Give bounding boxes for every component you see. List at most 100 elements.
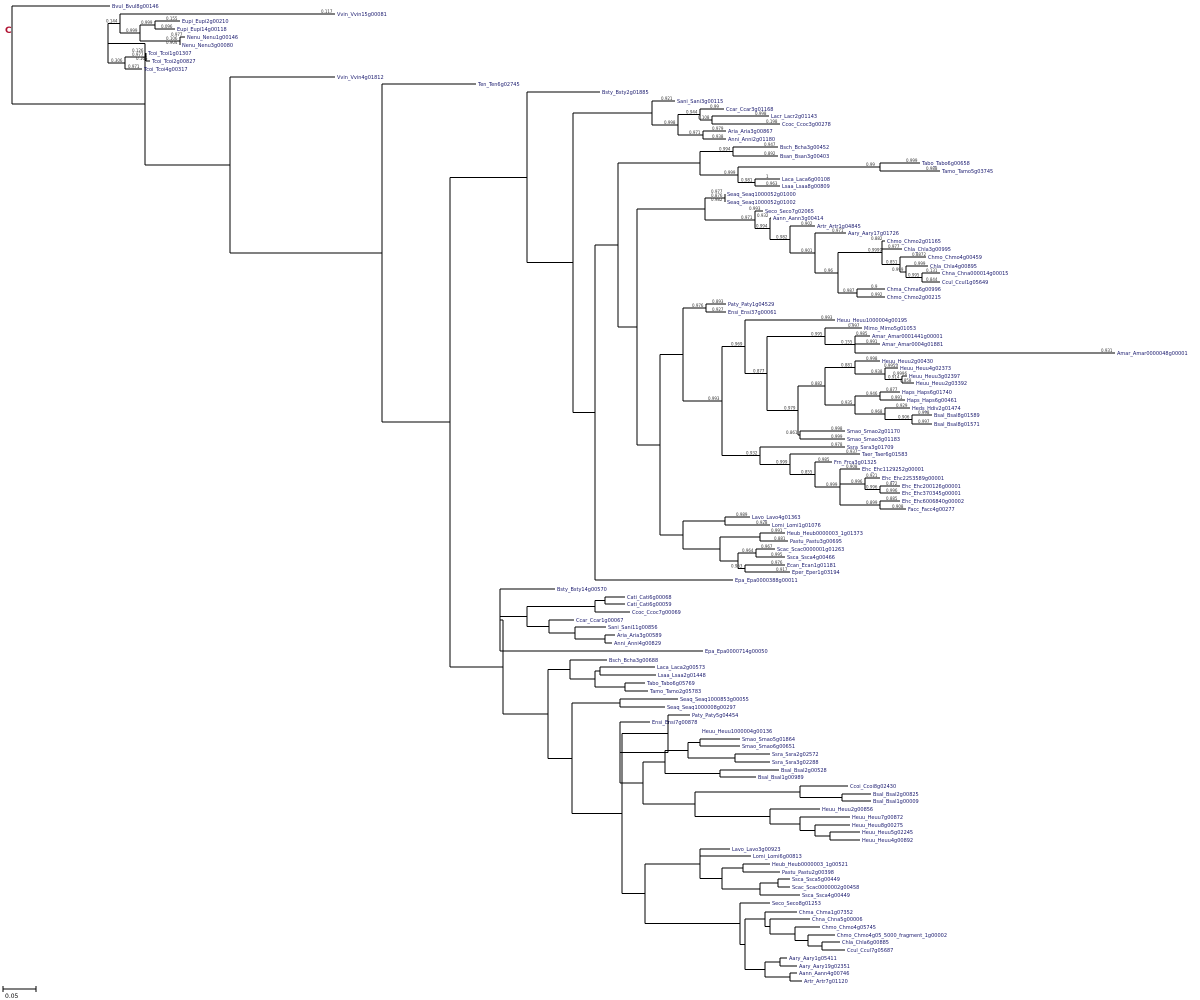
support-value: 0.877 — [886, 387, 898, 392]
leaf-label: Bvul_Bvul8g00146 — [112, 4, 159, 10]
support-value: 0.99 — [866, 162, 875, 167]
support-values: 0.1550.0960.9770.9040.9990.1060.1170.999… — [106, 9, 1113, 572]
leaf-label: Tcoi_Tcoi1g01307 — [147, 51, 192, 57]
leaf-label: Bsal_Bsal8g01571 — [934, 422, 980, 428]
support-value: 0.892 — [764, 151, 776, 156]
support-value: 0.882 — [811, 381, 823, 386]
support-value: 0.997 — [918, 419, 930, 424]
leaf-label: Cati_Cati6g00068 — [627, 595, 672, 601]
leaf-label: Heub_Heub0000003_1g01373 — [787, 531, 863, 537]
support-value: 0.881 — [774, 536, 786, 541]
support-value: 0.166 — [136, 56, 148, 61]
support-value: 0.844 — [926, 277, 938, 282]
support-value: 0.999 — [914, 261, 926, 266]
leaf-label: Ehc_Ehc2253589g00001 — [882, 476, 944, 482]
leaf-label: Aria_Aria3g00589 — [617, 633, 662, 639]
leaf-label: Laca_Laca2g00573 — [657, 665, 705, 671]
leaf-label: Bsan_Bsan3g00403 — [780, 154, 829, 160]
support-value: 0.963 — [766, 181, 778, 186]
support-value: 0.882 — [871, 236, 883, 241]
support-value: 0.198 — [766, 119, 778, 124]
support-value: 0.996 — [851, 479, 863, 484]
support-value: 0.851 — [886, 259, 898, 264]
support-value: 0.991 — [866, 339, 878, 344]
leaf-label: Ssca_Ssca4g00449 — [802, 893, 850, 899]
leaf-label: Pastu_Pastu3g00695 — [790, 539, 842, 545]
support-value: 0.108 — [698, 115, 710, 120]
support-value: 0.977 — [171, 32, 183, 37]
support-value: 0.938 — [871, 369, 883, 374]
leaf-label: Heuu_Heuu7g00872 — [852, 815, 903, 821]
leaf-label: Lsaa_Lsaa8g00809 — [782, 184, 830, 190]
support-value: 0.917 — [776, 567, 788, 572]
support-value: 0.935 — [841, 400, 853, 405]
leaf-label: Mimo_Mimo5g01053 — [864, 326, 916, 332]
leaf-label: Epa_Epa0000714g00050 — [705, 649, 768, 655]
support-value: 0.968 — [871, 409, 883, 414]
leaf-label: Nenu_Nenu1g00146 — [187, 35, 238, 41]
support-value: 0.977 — [132, 52, 144, 57]
support-value: 0.901 — [801, 248, 813, 253]
support-value: 0.908 — [892, 504, 904, 509]
support-value: 0.996 — [886, 488, 898, 493]
support-value: 0.944 — [686, 110, 698, 115]
support-value: 0.904 — [166, 40, 178, 45]
leaf-label: Lavo_Lavo3g00923 — [732, 847, 781, 853]
leaf-label: Chma_Chma1g07352 — [799, 910, 853, 916]
leaf-label: Aann_Aann3g00414 — [773, 216, 823, 222]
support-value: 0.998 — [831, 426, 843, 431]
support-value: 0.989 — [736, 512, 748, 517]
leaf-label: Ssra_Ssra3g01709 — [847, 445, 894, 451]
support-value: 0.988 — [926, 166, 938, 171]
leaf-label: Eupi_Eupi2g00210 — [182, 19, 229, 25]
support-value: 0.946 — [866, 391, 878, 396]
leaf-label: Seaq_Seaq1000052g01002 — [727, 200, 796, 206]
leaf-label: Scac_Scac0000001g01263 — [777, 547, 844, 553]
support-value: 0.8872 — [912, 252, 926, 257]
leaf-label: Frn_Frca3g01325 — [834, 460, 877, 466]
leaf-label: Smao_Smao6g00651 — [742, 744, 795, 750]
support-value: 0.978 — [831, 442, 843, 447]
leaf-label: Cati_Cati6g00059 — [627, 602, 672, 608]
support-value: 0.906 — [898, 415, 910, 420]
support-value: 0.971 — [689, 130, 701, 135]
support-value: 0.144 — [106, 19, 118, 24]
support-value: 0.992 — [871, 292, 883, 297]
leaf-label: Heds_Hdiv2g01474 — [912, 406, 961, 412]
support-value: 0.872 — [886, 481, 898, 486]
support-value: 0.893 — [712, 299, 724, 304]
leaf-label: Ccoc_Ccoc3g00278 — [782, 122, 831, 128]
leaf-label: Lomi_Lomi6g00813 — [753, 854, 802, 860]
leaf-label: Ccar_Ccar1g00067 — [576, 618, 623, 624]
support-value: 0.999 — [892, 267, 904, 272]
leaf-label: Tcoi_Tcoi2g00827 — [151, 59, 196, 65]
support-value: 0.997 — [848, 323, 860, 328]
leaf-label: Chla_Chla4g00895 — [930, 264, 977, 270]
leaf-label: Chmo_Chmo4g05745 — [822, 925, 876, 931]
support-value: 0.953 — [731, 564, 743, 569]
leaf-label: Ehc_Ehc200126g00001 — [902, 484, 961, 490]
leaf-label: Seaq_Seaq1000008g00297 — [667, 705, 736, 711]
support-value: 0.977 — [888, 244, 900, 249]
support-value: 0.994 — [756, 224, 768, 229]
support-value: 0.998 — [866, 356, 878, 361]
leaf-label: Vvin_Vvin15g00081 — [337, 12, 387, 18]
leaf-label: Ecan_Ecan1g01181 — [787, 563, 836, 569]
leaf-label: Smao_Smao2g01170 — [847, 429, 900, 435]
leaf-label: Bsal_Bsal2g00528 — [781, 768, 827, 774]
support-value: 0.885 — [886, 496, 898, 501]
support-value: 0.929 — [896, 403, 908, 408]
support-value: 0.971 — [832, 228, 844, 233]
leaf-label: Ensi_Ensi7g00878 — [652, 720, 697, 726]
support-value: 0.998 — [664, 120, 676, 125]
leaf-label: Chla_Chla3g00995 — [904, 247, 951, 253]
support-value: 1 — [766, 174, 769, 179]
support-value: 0.991 — [891, 395, 903, 400]
support-value: 0.969 — [731, 342, 743, 347]
support-value: 0.877 — [753, 368, 765, 373]
leaf-label: Laca_Laca6g00108 — [782, 177, 830, 183]
leaf-label: Bsal_Bsal1g00009 — [873, 799, 919, 805]
support-value: 0.999 — [776, 459, 788, 464]
leaf-label: Lavo_Lavo4g01363 — [752, 515, 801, 521]
